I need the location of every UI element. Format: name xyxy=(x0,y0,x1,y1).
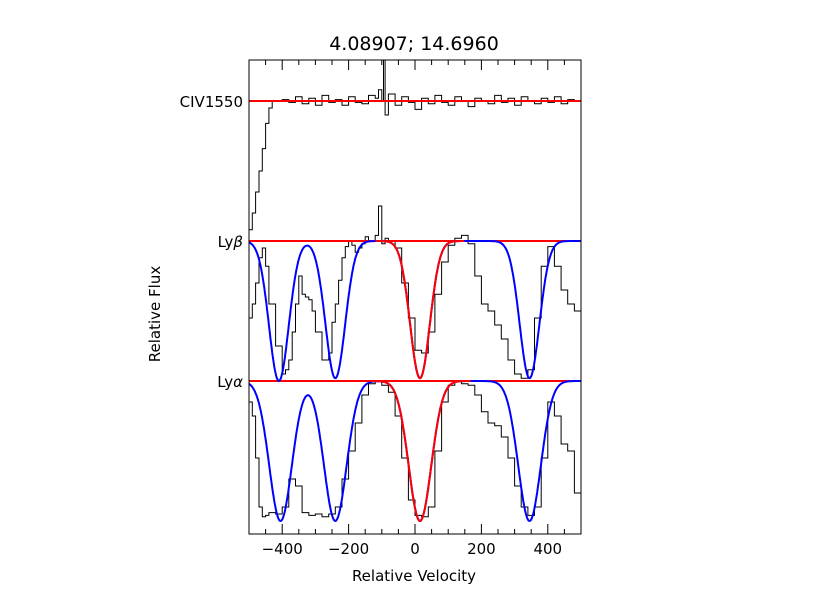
chart-title: 4.08907; 14.6960 xyxy=(329,33,499,55)
model-fit-target-lyβ xyxy=(375,240,465,380)
x-tick-label: −400 xyxy=(262,540,303,558)
x-tick-label: 0 xyxy=(410,540,420,558)
plot-area xyxy=(248,59,582,523)
x-tick-label: 400 xyxy=(533,540,562,558)
data-histogram-lyβ xyxy=(249,205,582,379)
data-histogram-lyα xyxy=(249,380,582,518)
panel-label-lyβ: Lyβ xyxy=(218,233,244,251)
x-tick-label: −200 xyxy=(328,540,369,558)
x-tick-label: 200 xyxy=(467,540,496,558)
panel-label-civ1550: CIV1550 xyxy=(180,93,243,111)
model-fit-target-lyα xyxy=(369,380,471,523)
panel-label-lyα: Lyα xyxy=(217,373,243,391)
y-axis-label: Relative Flux xyxy=(146,266,164,363)
x-axis-label: Relative Velocity xyxy=(352,567,476,585)
data-histogram-civ1550 xyxy=(249,59,582,231)
x-axis-ticks: −400 −200 0 200 400 xyxy=(248,60,582,558)
